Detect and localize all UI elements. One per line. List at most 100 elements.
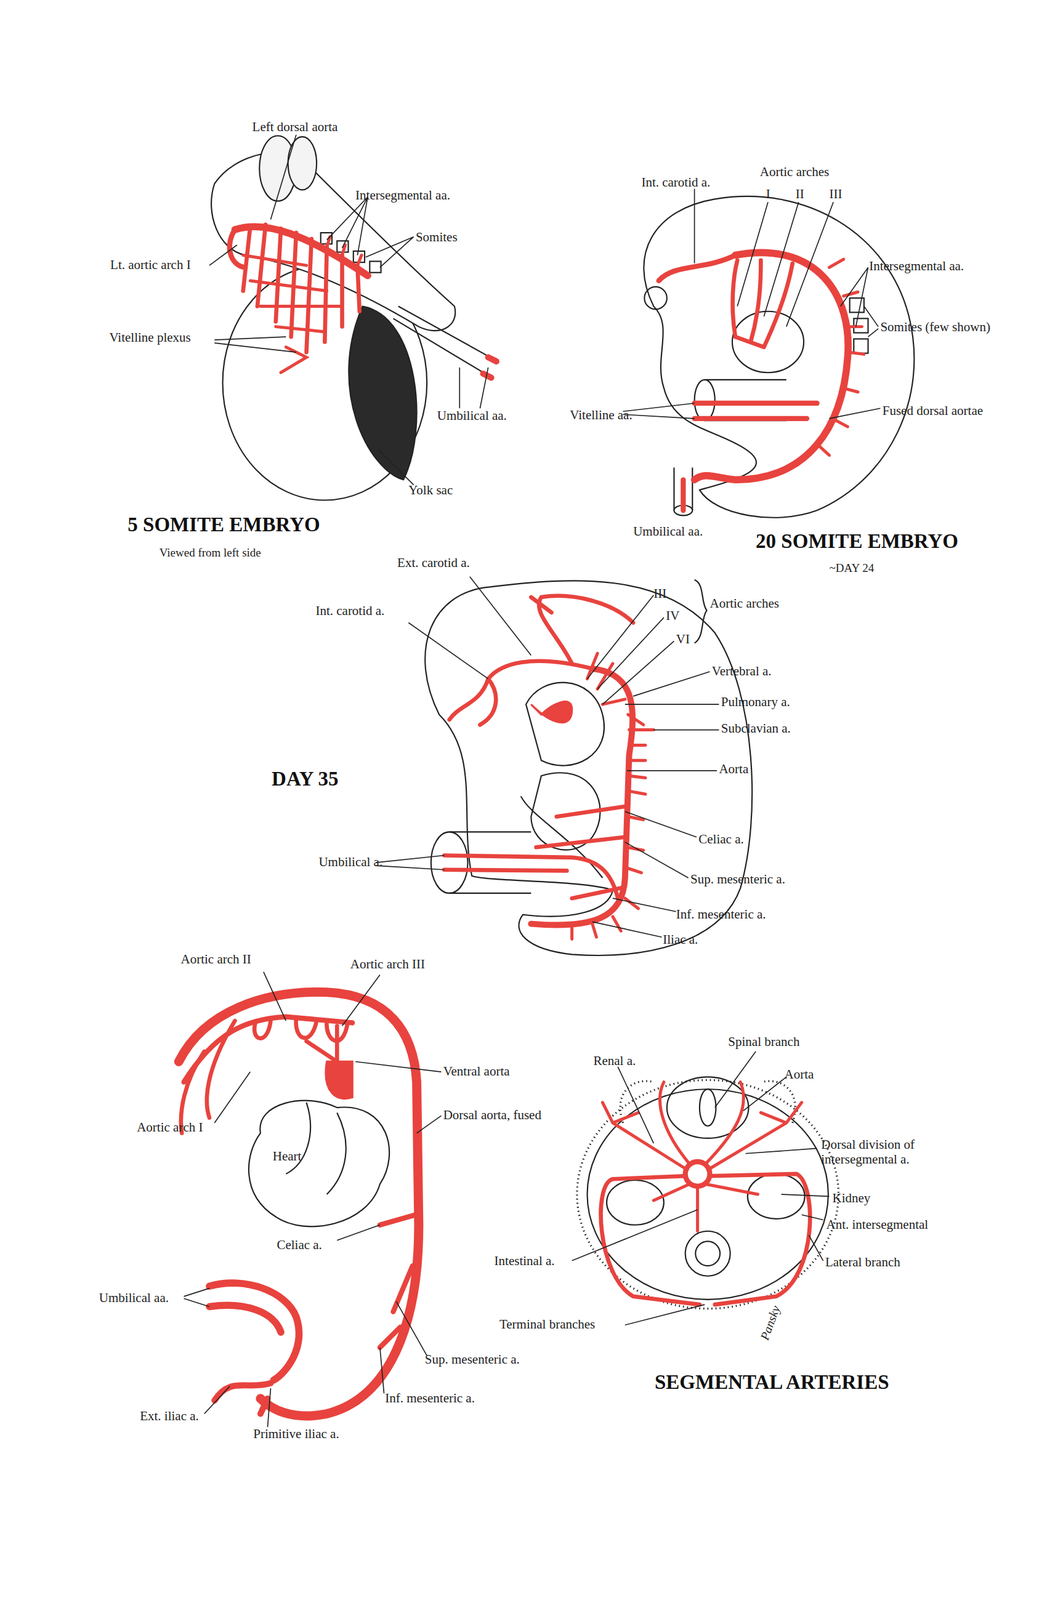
cross-section <box>685 1231 731 1277</box>
cross-section <box>695 1241 720 1267</box>
segmental-arteries <box>660 1082 744 1165</box>
leader-lines <box>209 134 489 486</box>
panel-title: 5 SOMITE EMBRYO <box>127 513 320 538</box>
roman-numeral: VI <box>676 631 690 647</box>
artery-label: Aorta <box>784 1067 815 1083</box>
artery-label: Ext. iliac a. <box>139 1409 199 1424</box>
arteries-sagittal <box>178 992 419 1418</box>
arteries-sagittal <box>254 1019 348 1042</box>
cross-section <box>577 1080 839 1309</box>
artery-label: Iliac a. <box>662 932 698 948</box>
artery-label: Aortic arch I <box>136 1120 203 1136</box>
artery-label: Spinal branch <box>727 1034 800 1050</box>
structure-label: Kidney <box>832 1191 871 1206</box>
five-somite-embryo <box>288 136 317 190</box>
five-somite-embryo <box>369 261 381 273</box>
arteries-day35 <box>444 596 654 940</box>
artery-label: Primitive iliac a. <box>253 1426 339 1442</box>
artery-label: Fused dorsal aortae <box>882 403 983 419</box>
arteries-day35 <box>530 702 572 724</box>
day35-embryo <box>431 832 469 894</box>
artery-label: Intestinal a. <box>494 1253 555 1269</box>
roman-numeral: IV <box>665 608 680 624</box>
artery-label: Vitelline aa. <box>569 407 632 423</box>
panel-title: 20 SOMITE EMBRYO <box>755 530 959 554</box>
artery-label: Vitelline plexus <box>109 330 191 345</box>
artery-label: Left dorsal aorta <box>252 119 339 135</box>
artery-label: Intersegmental aa. <box>869 258 964 274</box>
artery-label: Aortic arch II <box>181 952 252 967</box>
artery-label: Lt. aortic arch I <box>110 257 191 273</box>
heart-outline <box>285 1103 346 1195</box>
arteries-day24 <box>817 259 865 456</box>
day35-embryo <box>449 832 532 894</box>
artery-label: Ant. intersegmental <box>826 1217 929 1233</box>
arteries-day24 <box>683 403 817 511</box>
structure-label: Somites <box>415 229 458 245</box>
twenty-somite-embryo <box>704 379 787 421</box>
twenty-somite-embryo <box>644 286 667 310</box>
panel-title: SEGMENTAL ARTERIES <box>654 1371 890 1395</box>
roman-numeral: II <box>795 186 805 202</box>
arteries-sagittal <box>178 992 419 1418</box>
artery-label: Umbilical aa. <box>633 524 703 539</box>
arteries-sagittal <box>306 1026 338 1062</box>
artery-label: Aortic arches <box>759 164 830 180</box>
arteries-day24 <box>694 252 849 480</box>
artery-label: Int. carotid a. <box>315 603 385 619</box>
artery-label: Sup. mesenteric a. <box>690 872 786 887</box>
arteries-day24 <box>732 260 793 348</box>
artery-label: Lateral branch <box>825 1255 901 1270</box>
artery-label: Inf. mesenteric a. <box>384 1391 475 1407</box>
arteries-day35 <box>444 806 625 899</box>
day35-embryo <box>525 683 605 767</box>
artery-label: Intersegmental aa. <box>355 187 451 203</box>
day35-embryo <box>424 580 752 956</box>
structure-label: Somites (few shown) <box>880 319 990 335</box>
arteries-sagittal <box>325 1061 353 1099</box>
vitelline-plexus <box>482 357 497 378</box>
cross-section <box>747 1174 805 1220</box>
five-somite-embryo <box>211 136 491 501</box>
artery-label: Aortic arch III <box>350 957 425 972</box>
leader-lines <box>184 972 442 1429</box>
day35-embryo <box>424 580 752 956</box>
arteries-sagittal <box>209 1283 299 1381</box>
cross-section <box>666 1077 749 1139</box>
roman-numeral: III <box>653 586 667 602</box>
arteries-day35 <box>530 596 634 664</box>
twenty-somite-embryo <box>853 339 868 354</box>
artery-label: Celiac a. <box>276 1237 322 1253</box>
artery-label: Celiac a. <box>698 832 744 847</box>
artery-label: Aorta <box>718 761 749 777</box>
artery-label: Inf. mesenteric a. <box>676 907 767 922</box>
artery-label: Renal a. <box>593 1053 636 1069</box>
segmental-arteries <box>601 1082 811 1306</box>
arteries-day35 <box>449 661 593 726</box>
structure-label: Heart <box>272 1149 302 1165</box>
segmental-arteries <box>685 1162 711 1187</box>
cross-section <box>606 1180 664 1226</box>
roman-numeral: I <box>766 186 771 202</box>
arteries-sagittal <box>379 1215 416 1349</box>
artery-label: Umbilical aa. <box>99 1290 169 1306</box>
segmental-arteries <box>601 1174 811 1306</box>
arteries-day24 <box>658 252 865 511</box>
arteries-day35 <box>530 668 633 926</box>
artery-label: Subclavian a. <box>721 721 791 736</box>
artery-label: Ventral aorta <box>443 1064 510 1080</box>
artery-label: Sup. mesenteric a. <box>424 1352 520 1368</box>
cross-section <box>699 1089 717 1127</box>
day35-embryo <box>521 796 603 879</box>
five-somite-embryo <box>392 306 491 374</box>
artery-label: Dorsal aorta, fused <box>443 1107 542 1123</box>
arteries-day35 <box>572 745 646 940</box>
twenty-somite-embryo <box>643 196 914 518</box>
vitelline-plexus <box>243 255 343 374</box>
artery-label: Umbilical a. <box>318 854 383 870</box>
cross-section <box>577 1077 839 1309</box>
arteries-sagittal <box>214 1383 271 1415</box>
vitelline-plexus <box>327 237 362 266</box>
vitelline-plexus <box>234 226 368 276</box>
